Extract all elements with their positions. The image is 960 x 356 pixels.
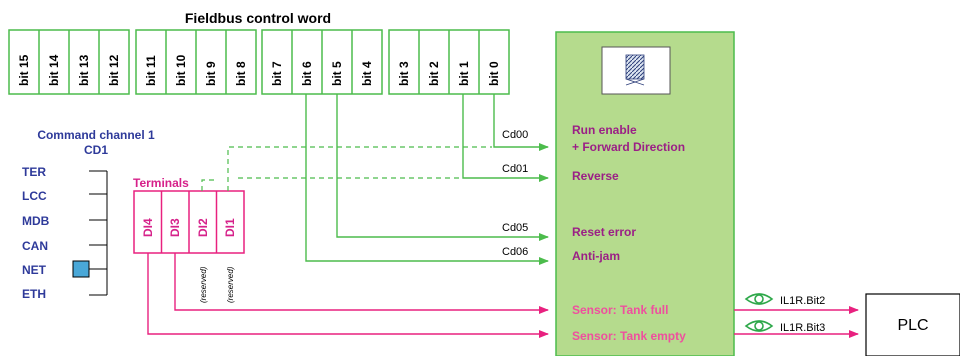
channel-can: CAN	[22, 239, 48, 253]
bit-cell-bit-9: bit 9	[195, 30, 218, 94]
bit-cell-bit-7: bit 7	[270, 61, 284, 86]
terminal-di2: DI2	[196, 218, 210, 237]
signal-cd00: Cd00	[502, 129, 528, 141]
bit-label: bit 5	[330, 61, 344, 86]
bit-cell-bit-4: bit 4	[351, 30, 374, 94]
command-channel-title: Command channel 1	[37, 128, 155, 142]
bit-label: bit 1	[457, 61, 471, 86]
channel-net: NET	[22, 263, 47, 277]
eye-icon[interactable]	[744, 293, 774, 305]
bit-label: bit 6	[300, 61, 314, 86]
terminals-label: Terminals	[133, 176, 189, 190]
bit-cell-bit-15: bit 15	[17, 54, 31, 86]
bit-cell-bit-0: bit 0	[478, 30, 501, 94]
bit-label: bit 15	[17, 54, 31, 86]
bit-cell-bit-6: bit 6	[291, 30, 314, 94]
function-anti-jam: Anti-jam	[572, 249, 620, 263]
plc-box	[865, 293, 960, 356]
function-reset-error: Reset error	[572, 225, 636, 239]
bit-cell-bit-3: bit 3	[397, 61, 411, 86]
bit-cell-bit-13: bit 13	[68, 30, 91, 94]
bit-cell-bit-11: bit 11	[144, 55, 158, 86]
bit-cell-bit-2: bit 2	[418, 30, 441, 94]
terminal-di1: DI1	[223, 218, 237, 237]
reserved-note-di2: (reserved)	[199, 266, 208, 303]
eye-icon[interactable]	[744, 320, 774, 332]
command-channel-subtitle: CD1	[84, 143, 108, 157]
terminals-box	[133, 190, 245, 254]
plc-label: PLC	[897, 317, 928, 334]
line-di1-dashed	[227, 146, 492, 191]
function-run-enable: Run enable	[572, 123, 637, 137]
channel-selector-tree	[72, 170, 108, 296]
line-di4-tank-empty	[147, 253, 549, 338]
function-sensor-full: Sensor: Tank full	[572, 303, 668, 317]
line-di2-dashed	[201, 179, 215, 191]
bit-cell-bit-10: bit 10	[165, 30, 188, 94]
bit-cells: bit 15 bit 14 bit 13 bit 12 bit 11 bit 10 bit …	[17, 30, 501, 94]
control-word-title: Fieldbus control word	[185, 10, 331, 26]
bit-cell-bit-14: bit 14	[38, 30, 61, 94]
channel-eth: ETH	[22, 287, 46, 301]
bit-label: bit 14	[47, 54, 61, 86]
channel-ter: TER	[22, 165, 46, 179]
bit-cell-bit-8: bit 8	[225, 30, 248, 94]
output-il1r-bit3: IL1R.Bit3	[780, 322, 825, 334]
bit-cell-bit-5: bit 5	[321, 30, 344, 94]
signal-cd01: Cd01	[502, 163, 528, 175]
function-reverse: Reverse	[572, 169, 619, 183]
signal-cd06: Cd06	[502, 246, 528, 258]
bit-label: bit 7	[270, 61, 284, 86]
function-sensor-empty: Sensor: Tank empty	[572, 329, 686, 343]
bit-label: bit 3	[397, 61, 411, 86]
bit-label: bit 10	[174, 54, 188, 86]
function-forward-direction: + Forward Direction	[572, 140, 685, 154]
bit-cell-bit-12: bit 12	[98, 30, 121, 94]
bit-label: bit 9	[204, 61, 218, 86]
terminal-di3: DI3	[168, 218, 182, 237]
bit-label: bit 2	[427, 61, 441, 86]
line-cd05	[336, 94, 549, 241]
signal-cd05: Cd05	[502, 222, 528, 234]
bit-cell-bit-1: bit 1	[448, 30, 471, 94]
bit-label: bit 0	[487, 61, 501, 86]
output-il1r-bit2: IL1R.Bit2	[780, 295, 825, 307]
line-di3-tank-full	[174, 253, 549, 314]
terminal-di4: DI4	[141, 218, 155, 237]
signal-lines	[201, 94, 549, 265]
line-cd06	[305, 94, 549, 265]
drive-icon	[601, 46, 671, 95]
channel-lcc: LCC	[22, 189, 47, 203]
bit-label: bit 4	[360, 61, 374, 86]
sensor-lines	[147, 253, 859, 338]
line-cd01	[462, 94, 549, 182]
channel-mdb: MDB	[22, 214, 50, 228]
line-cd00	[493, 94, 549, 151]
net-selector-square	[72, 260, 90, 278]
reserved-note-di1: (reserved)	[226, 266, 235, 303]
bit-label: bit 8	[234, 61, 248, 86]
bit-label: bit 13	[77, 54, 91, 86]
bit-label: bit 12	[107, 54, 121, 86]
bit-label: bit 11	[144, 55, 158, 86]
